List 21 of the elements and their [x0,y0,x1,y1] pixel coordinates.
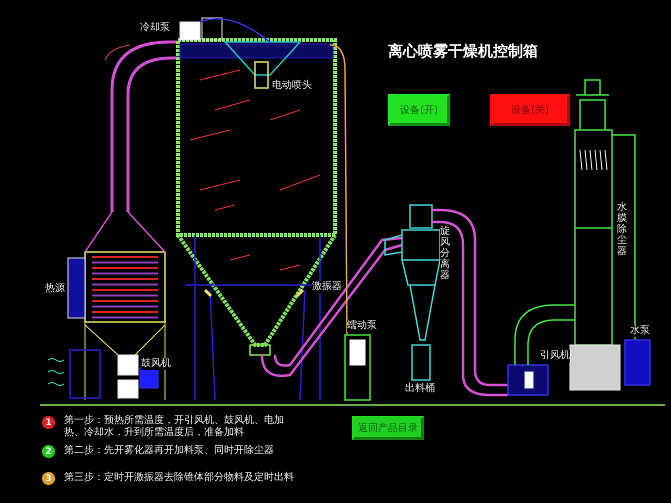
step-number-badge: 2 [42,445,55,458]
stop-button: 设备(关) [490,94,570,126]
part-label: 旋风分离器 [440,226,450,281]
part-label: 引风机 [540,350,570,362]
step-number-badge: 3 [42,472,55,485]
part-label: 鼓风机 [141,358,171,370]
part-label: 激振器 [312,281,342,293]
step-instruction: 第二步：先开雾化器再开加料泵、同时开除尘器 [64,445,275,457]
step-instruction: 第一步：预热所需温度，开引风机、鼓风机、电加热、冷却水，升到所需温度后，准备加料 [64,415,285,439]
start-button: 设备(开) [388,94,450,126]
step-number-badge: 1 [42,416,55,429]
part-label: 电动喷头 [272,80,312,92]
part-label: 冷却泵 [140,22,170,34]
title: 离心喷雾干燥机控制箱 [388,42,538,60]
step-instruction: 第三步：定时开激振器去除锥体部分物料及定时出料 [64,472,295,484]
part-label: 蠕动泵 [347,320,377,332]
back-button: 返回产品目录 [352,416,424,440]
part-label: 水膜除尘器 [617,202,627,257]
part-label: 出料桶 [405,383,435,395]
part-label: 热源 [45,283,65,295]
part-label: 水泵 [630,325,650,337]
